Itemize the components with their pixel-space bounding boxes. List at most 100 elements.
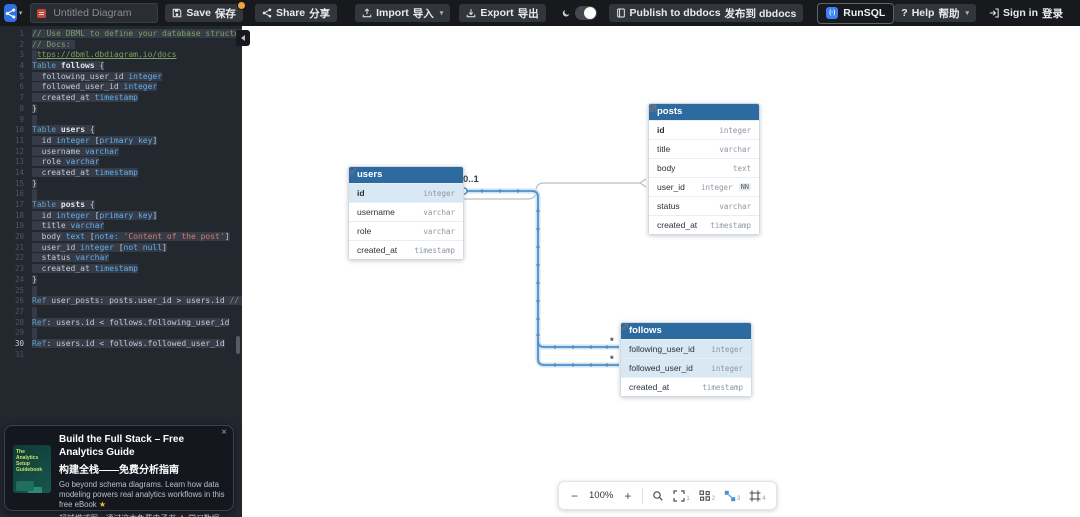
canvas-toolbar: − 100% + 1 2 3 4 [558,481,777,510]
code-line[interactable]: 6 followed_user_id integer [0,82,242,93]
line-number: 25 [14,285,24,295]
dark-mode-toggle[interactable] [575,6,597,20]
save-label: Save [186,7,211,19]
code-line[interactable]: 23 created_at timestamp [0,264,242,275]
table-header[interactable]: users [349,167,463,183]
line-number: 16 [14,189,24,199]
line-number: 10 [14,125,24,135]
field-type: timestamp [710,220,751,230]
line-number: 4 [19,61,24,71]
close-icon[interactable]: × [221,427,227,438]
code-line[interactable]: 19 title varchar [0,221,242,232]
diagram-title-input[interactable] [51,6,152,20]
code-line[interactable]: 25 [0,285,242,297]
code-line[interactable]: 1// Use DBML to define your database str… [0,29,242,40]
frame-view-button[interactable]: 4 [749,490,766,502]
fit-to-screen-button[interactable]: 1 [673,489,690,502]
help-button[interactable]: ? Help 帮助 ▾ [894,4,976,22]
code-line[interactable]: 31 [0,350,242,361]
highlight-relationships-button[interactable]: 3 [724,490,740,502]
code-line[interactable]: 14 created_at timestamp [0,167,242,179]
line-number: 8 [19,103,24,113]
code-line[interactable]: 22 status varchar [0,253,242,264]
collapse-editor-button[interactable] [236,30,250,46]
save-icon [173,8,182,18]
code-line[interactable]: 21 user_id integer [not null] [0,242,242,254]
line-number: 6 [19,82,24,92]
table-header[interactable]: follows [621,323,751,339]
export-label: Export [480,7,514,19]
signin-icon [989,8,999,18]
relationship-line-followed[interactable] [537,341,619,366]
zoom-area-button[interactable] [652,490,664,502]
table-header[interactable]: posts [649,104,759,120]
code-line[interactable]: 15} [0,178,242,190]
line-number: 24 [14,274,24,284]
code-line[interactable]: 20 body text [note: 'Content of the post… [0,232,242,243]
field-name: user_id [657,182,685,192]
relationship-line-following[interactable] [464,190,619,348]
code-line[interactable]: 2// Docs: https://dbml.dbdiagram.io/docs [0,39,242,62]
field-type: text [732,163,751,173]
star-icon: ★ [98,500,106,509]
zoom-out-button[interactable]: − [571,488,579,503]
code-line[interactable]: 8} [0,103,242,115]
ad-banner[interactable]: × The Analytics Setup Guidebook Build th… [4,425,234,517]
import-button[interactable]: Import 导入 ▾ [355,4,451,22]
upload-icon [362,8,372,18]
ebook-cover-title: Setup Guidebook [16,461,43,473]
zoom-in-button[interactable]: + [624,488,632,503]
code-line[interactable]: 9 [0,114,242,126]
field-name: id [357,188,365,198]
field-name: title [657,144,671,154]
app-logo-icon[interactable] [4,4,17,22]
code-line[interactable]: 29 [0,328,242,339]
code-line[interactable]: 3 [0,50,242,62]
line-number: 22 [14,253,24,263]
signin-button[interactable]: Sign in 登录 [982,4,1070,22]
code-line[interactable]: 12 username varchar [0,146,242,158]
code-line[interactable]: 24} [0,274,242,286]
code-line[interactable]: 5 following_user_id integer [0,71,242,83]
ad-body-zh: 超越模式图，通过这本免费电子书 ★ 学习数据建模如何为实际分析工作流程提供动力。 [59,514,225,517]
field-row-created_at[interactable]: created_at timestamp [649,215,759,234]
code-line[interactable]: 7 created_at timestamp [0,93,242,104]
code-line[interactable]: 13 role varchar [0,157,242,168]
publish-dbdocs-button[interactable]: Publish to dbdocs 发布到 dbdocs [608,4,804,22]
auto-arrange-button[interactable]: 2 [699,489,715,502]
editor-scrollbar[interactable] [236,336,240,354]
field-name: created_at [657,220,698,230]
diagram-title-field[interactable] [30,3,159,23]
export-button[interactable]: Export 导出 [459,4,546,22]
code-line[interactable]: 11 id integer [primary key] [0,135,242,147]
runsql-button[interactable]: (-) RunSQL [817,2,895,24]
logo-chevron-down-icon[interactable]: ▾ [18,10,23,17]
code-line[interactable]: 18 id integer [primary key] [0,210,242,222]
share-button[interactable]: Share 分享 [254,4,338,22]
code-line[interactable]: 16 [0,189,242,201]
save-button[interactable]: Save 保存 [165,1,246,22]
code-line[interactable]: 27 [0,306,242,318]
